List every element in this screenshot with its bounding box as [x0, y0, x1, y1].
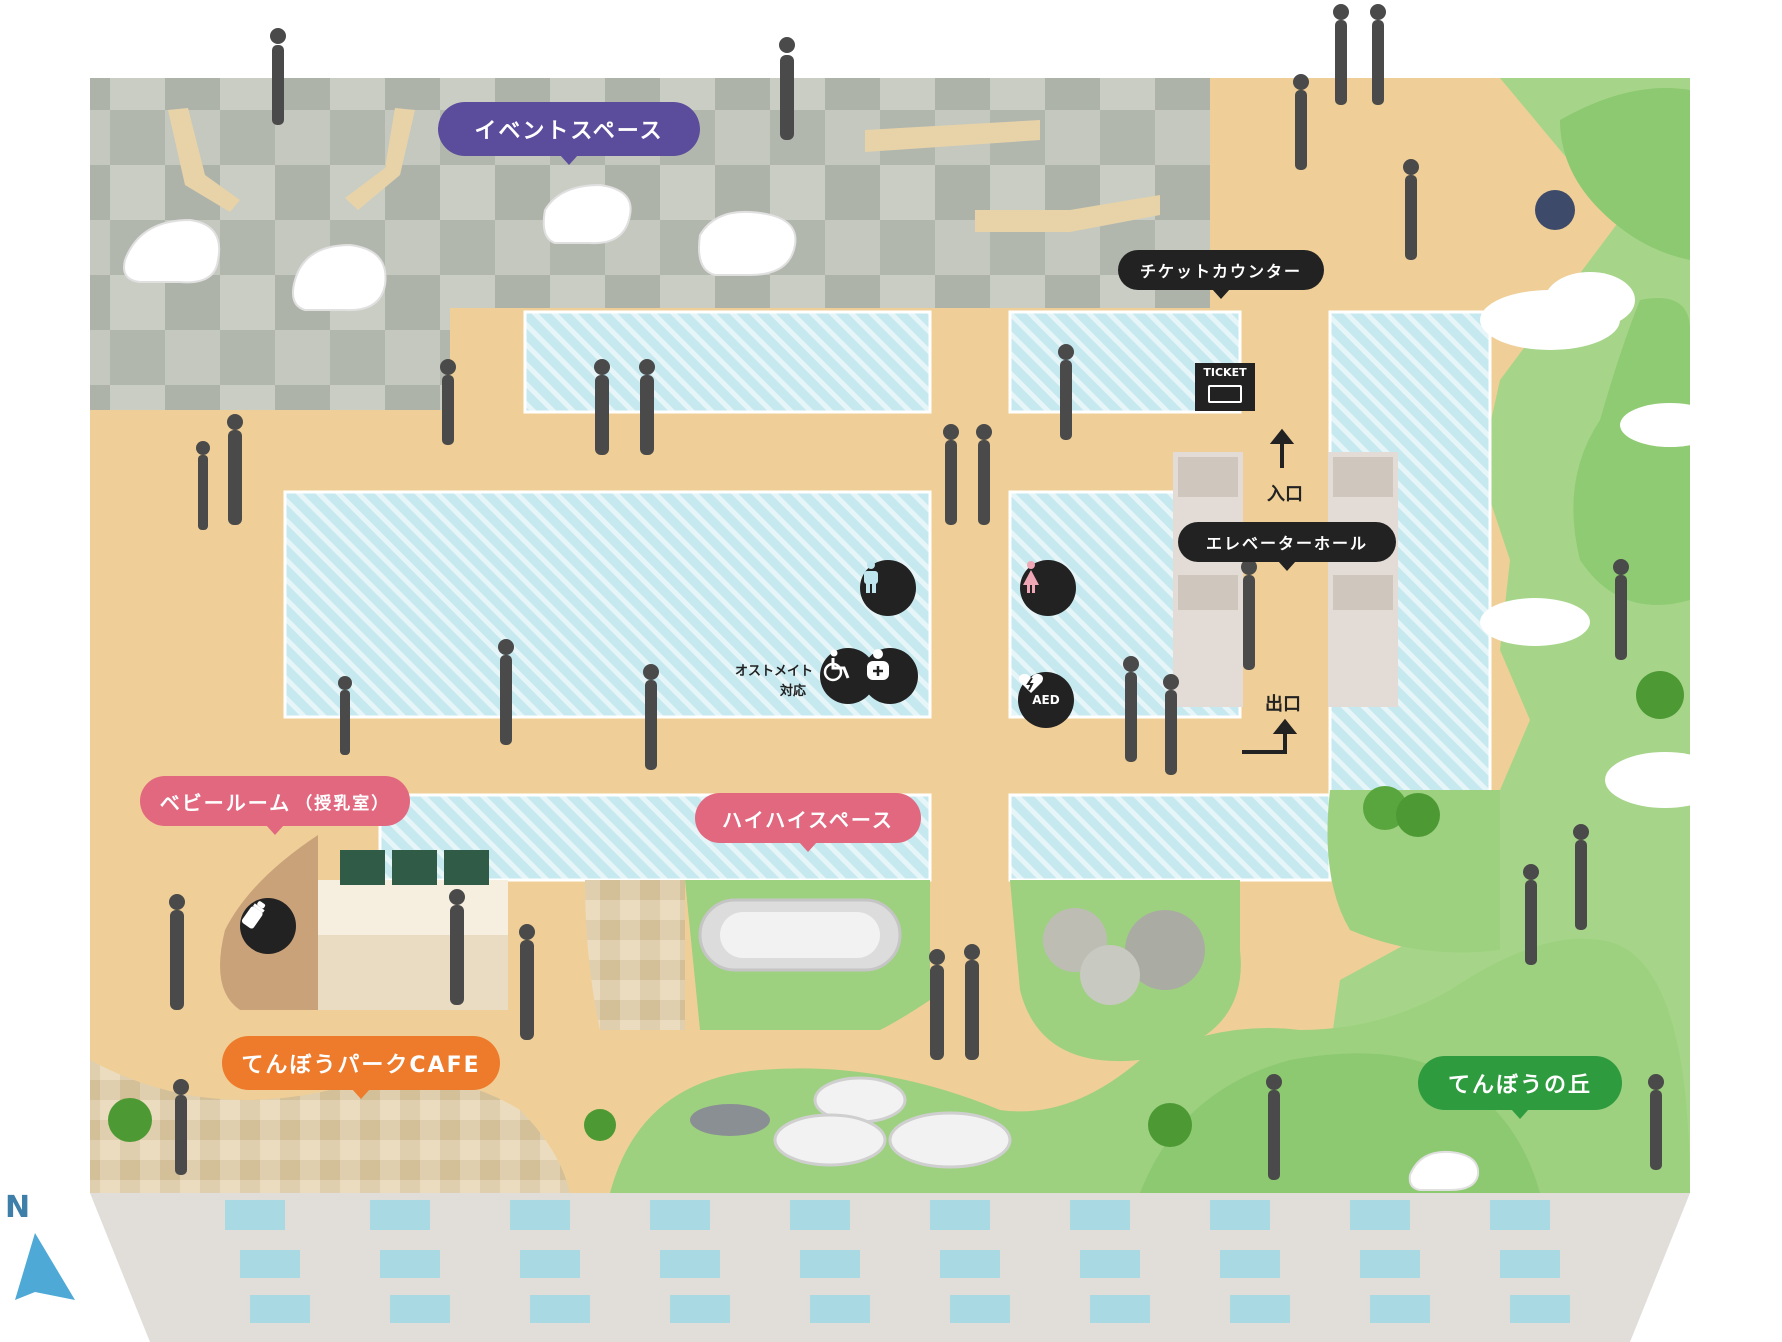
tree-1 [1363, 786, 1407, 830]
bench-2 [345, 108, 415, 210]
baby-room-label[interactable]: ベビールーム （授乳室） [140, 776, 410, 835]
ostomate-toilet-icon[interactable] [862, 648, 918, 704]
grass-hill-right [1573, 298, 1690, 605]
tree-6 [584, 1109, 616, 1141]
ticket-counter-label[interactable]: チケットカウンター [1118, 250, 1324, 299]
grass-top-right [1560, 88, 1690, 260]
cafe-back-wall [318, 880, 508, 935]
hammock-2 [773, 1113, 887, 1167]
cushion-4 [698, 210, 797, 276]
cushion-1 [123, 218, 221, 284]
cloud-3 [1480, 598, 1590, 646]
ostomate-icon [867, 649, 889, 680]
lawn-picnic [1327, 790, 1500, 953]
ostomate-text-line2: 対応 [780, 684, 807, 699]
cafe-wood-floor [90, 1060, 570, 1193]
table-top [690, 1104, 770, 1136]
tree-5 [108, 1098, 152, 1142]
aed-text: AED [1032, 693, 1060, 707]
entrance-label: 入口 [1267, 484, 1303, 505]
ticket-sign-text: TICKET [1203, 366, 1247, 379]
exit-arrow-icon [1242, 718, 1298, 754]
north-indicator: N [5, 1190, 31, 1225]
womens-restroom-icon[interactable] [1020, 560, 1076, 616]
hammock-3 [888, 1111, 1012, 1169]
ostomate-text-line1: オストメイト [735, 664, 814, 679]
baby-room-text: ベビールーム [159, 790, 292, 815]
crawl-mat-inner [720, 912, 880, 958]
elevator-door-3 [1333, 457, 1393, 497]
cloud-4 [1605, 752, 1725, 808]
tree-4 [1148, 1103, 1192, 1147]
aed-icon-content: AED [1019, 673, 1060, 707]
exit-label: 出口 [1265, 694, 1301, 715]
aed-icon[interactable]: AED [1018, 672, 1074, 728]
cafe-menu-board-1 [340, 850, 385, 885]
cushion-3 [542, 183, 632, 245]
cafe-label[interactable]: てんぼうパークCAFE [222, 1036, 500, 1099]
cloud-2 [1620, 403, 1720, 447]
cafe-counter [318, 935, 508, 1010]
baby-bottle-icon-circle[interactable] [240, 898, 296, 954]
ticket-icon [1208, 385, 1242, 403]
elevator-door-2 [1178, 575, 1238, 610]
elevator-hall-label[interactable]: エレベーターホール [1178, 522, 1396, 571]
cafe-menu-board-2 [392, 850, 437, 885]
stroller [1535, 190, 1575, 230]
female-person-icon [1023, 561, 1039, 593]
building-windows [225, 1200, 1570, 1323]
elevator-door-4 [1333, 575, 1393, 610]
hill-text: てんぼうの丘 [1447, 1073, 1592, 1098]
crawl-space-text: ハイハイスペース [722, 807, 894, 832]
cafe-menu-board-3 [444, 850, 489, 885]
event-space-label[interactable]: イベントスペース [438, 102, 700, 165]
crawl-space-label[interactable]: ハイハイスペース [695, 793, 921, 852]
wheelchair-icon [823, 649, 850, 682]
cloud-1b [1545, 272, 1635, 328]
baby-bottle-icon [241, 901, 266, 929]
bench-3 [865, 120, 1040, 152]
tree-2 [1396, 793, 1440, 837]
mens-restroom-icon[interactable] [860, 560, 916, 616]
stone-seat-2 [1125, 910, 1205, 990]
bench-4 [975, 195, 1160, 232]
elevator-hall-text: エレベーターホール [1205, 534, 1368, 553]
elevator-door-1 [1178, 457, 1238, 497]
aed-heart-icon [1019, 673, 1043, 693]
glass-panel-7 [1008, 793, 1332, 882]
cushion-2 [292, 243, 387, 312]
people [169, 4, 1664, 1180]
north-arrow-icon [15, 1233, 75, 1300]
glass-panel-1 [523, 310, 932, 414]
tree-3 [1636, 671, 1684, 719]
entrance-arrow-icon [1269, 428, 1295, 468]
ticket-counter-text: チケットカウンター [1139, 262, 1302, 281]
ticket-counter-sign: TICKET [1195, 363, 1255, 411]
crawl-wood-floor [585, 880, 685, 1030]
hill-label[interactable]: てんぼうの丘 [1418, 1056, 1622, 1119]
bench-1 [168, 108, 240, 212]
event-space-text: イベントスペース [474, 119, 664, 144]
event-space-floor-left [90, 300, 450, 410]
cushion-5 [1408, 1150, 1480, 1191]
male-person-icon [864, 561, 878, 593]
stone-seat-3 [1080, 945, 1140, 1005]
building-facade [90, 1193, 1690, 1342]
baby-room-sub-text: （授乳室） [295, 793, 391, 814]
cafe-text: てんぼうパークCAFE [241, 1053, 481, 1078]
